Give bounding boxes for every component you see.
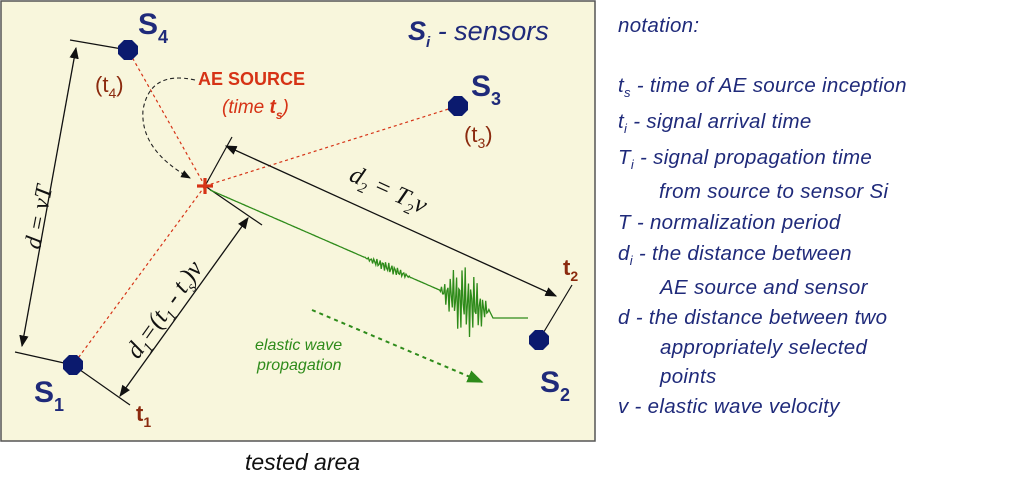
sensors-heading: Si - sensors [408, 16, 549, 51]
sensor-s1-marker [63, 355, 83, 375]
time-label-t4: (t4) [95, 72, 124, 101]
d2-extension-source [204, 136, 233, 187]
ae-source-time: (time ts) [222, 97, 289, 122]
notation-row: from source to sensor Si [659, 180, 889, 203]
notation-row: di - the distance between [618, 242, 852, 269]
notation-row: appropriately selected [660, 336, 868, 359]
notation-row: T - normalization period [618, 211, 841, 234]
wave-caption-line1: elastic wave [255, 337, 342, 354]
ae-source-marker [197, 178, 213, 194]
time-label-t3: (t3) [464, 122, 493, 151]
notation-row: points [660, 365, 717, 388]
tested-area-label: tested area [245, 449, 361, 475]
notation-row: ti - signal arrival time [618, 110, 812, 137]
time-label-t2: t2 [563, 255, 578, 284]
wave-caption-line2: propagation [256, 357, 342, 374]
source-callout-arrow [142, 77, 196, 179]
d2-extension-sensor [538, 284, 573, 341]
notation-row: ts - time of AE source inception [618, 74, 907, 101]
sensor-s2-label: S2 [540, 366, 570, 405]
notation-row: d - the distance between two [618, 306, 888, 329]
sensor-s4-label: S4 [138, 8, 168, 47]
d1-dimension-arrow [119, 217, 249, 397]
d2-dimension-arrow [224, 145, 558, 297]
tested-area-panel [0, 0, 596, 442]
notation-row: AE source and sensor [660, 276, 868, 299]
sensor-s4-marker [118, 40, 138, 60]
wave-signal [209, 189, 528, 338]
notation-row: Ti - signal propagation time [618, 146, 873, 173]
d-vt-dimension-arrow [19, 46, 79, 348]
sensor-s2-marker [529, 330, 549, 350]
sensor-s1-label: S1 [34, 376, 64, 415]
notation-title: notation: [618, 14, 700, 37]
sensor-s3-label: S3 [471, 70, 501, 109]
sensor-s3-marker [448, 96, 468, 116]
time-label-t1: t1 [136, 401, 151, 430]
d1-extension-sensor [72, 364, 131, 406]
notation-row: v - elastic wave velocity [618, 395, 840, 418]
propagation-arrow [311, 309, 484, 383]
ae-source-title: AE SOURCE [198, 69, 305, 89]
